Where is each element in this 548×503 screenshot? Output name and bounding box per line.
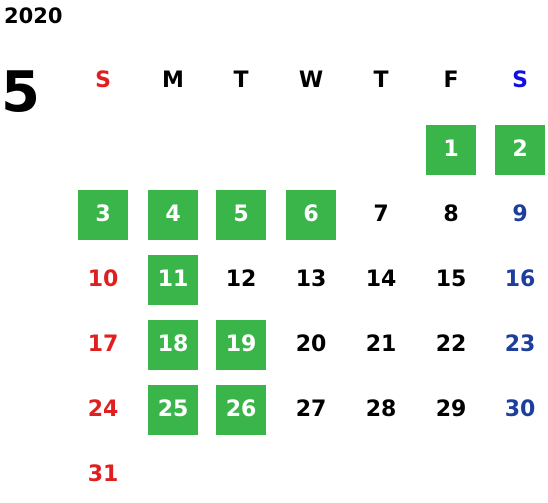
day-cell-13[interactable]: 13 xyxy=(295,267,327,292)
day-cell-2[interactable]: 2 xyxy=(495,125,545,175)
day-cell-11[interactable]: 11 xyxy=(148,255,198,305)
day-cell-10[interactable]: 10 xyxy=(87,267,119,292)
day-cell-19[interactable]: 19 xyxy=(216,320,266,370)
day-cell-8[interactable]: 8 xyxy=(443,202,459,227)
day-cell-3[interactable]: 3 xyxy=(78,190,128,240)
day-cell-4[interactable]: 4 xyxy=(148,190,198,240)
day-cell-25[interactable]: 25 xyxy=(148,385,198,435)
month-number: 5 xyxy=(1,60,40,125)
weekday-thursday: T xyxy=(373,68,389,93)
day-cell-6[interactable]: 6 xyxy=(286,190,336,240)
year-label: 2020 xyxy=(4,4,63,28)
day-cell-23[interactable]: 23 xyxy=(504,332,536,357)
weekday-friday: F xyxy=(443,68,459,93)
day-cell-21[interactable]: 21 xyxy=(365,332,397,357)
day-cell-30[interactable]: 30 xyxy=(504,397,536,422)
day-cell-14[interactable]: 14 xyxy=(365,267,397,292)
day-cell-16[interactable]: 16 xyxy=(504,267,536,292)
day-cell-24[interactable]: 24 xyxy=(87,397,119,422)
weekday-tuesday: T xyxy=(233,68,249,93)
day-cell-20[interactable]: 20 xyxy=(295,332,327,357)
weekday-wednesday: W xyxy=(298,68,324,93)
day-cell-15[interactable]: 15 xyxy=(435,267,467,292)
day-cell-18[interactable]: 18 xyxy=(148,320,198,370)
day-cell-5[interactable]: 5 xyxy=(216,190,266,240)
day-cell-22[interactable]: 22 xyxy=(435,332,467,357)
day-cell-26[interactable]: 26 xyxy=(216,385,266,435)
day-cell-28[interactable]: 28 xyxy=(365,397,397,422)
day-cell-27[interactable]: 27 xyxy=(295,397,327,422)
day-cell-29[interactable]: 29 xyxy=(435,397,467,422)
weekday-monday: M xyxy=(162,68,184,93)
weekday-sunday: S xyxy=(95,68,111,93)
day-cell-12[interactable]: 12 xyxy=(225,267,257,292)
day-cell-9[interactable]: 9 xyxy=(512,202,528,227)
weekday-saturday: S xyxy=(512,68,528,93)
day-cell-17[interactable]: 17 xyxy=(87,332,119,357)
day-cell-31[interactable]: 31 xyxy=(87,462,119,487)
day-cell-7[interactable]: 7 xyxy=(373,202,389,227)
day-cell-1[interactable]: 1 xyxy=(426,125,476,175)
